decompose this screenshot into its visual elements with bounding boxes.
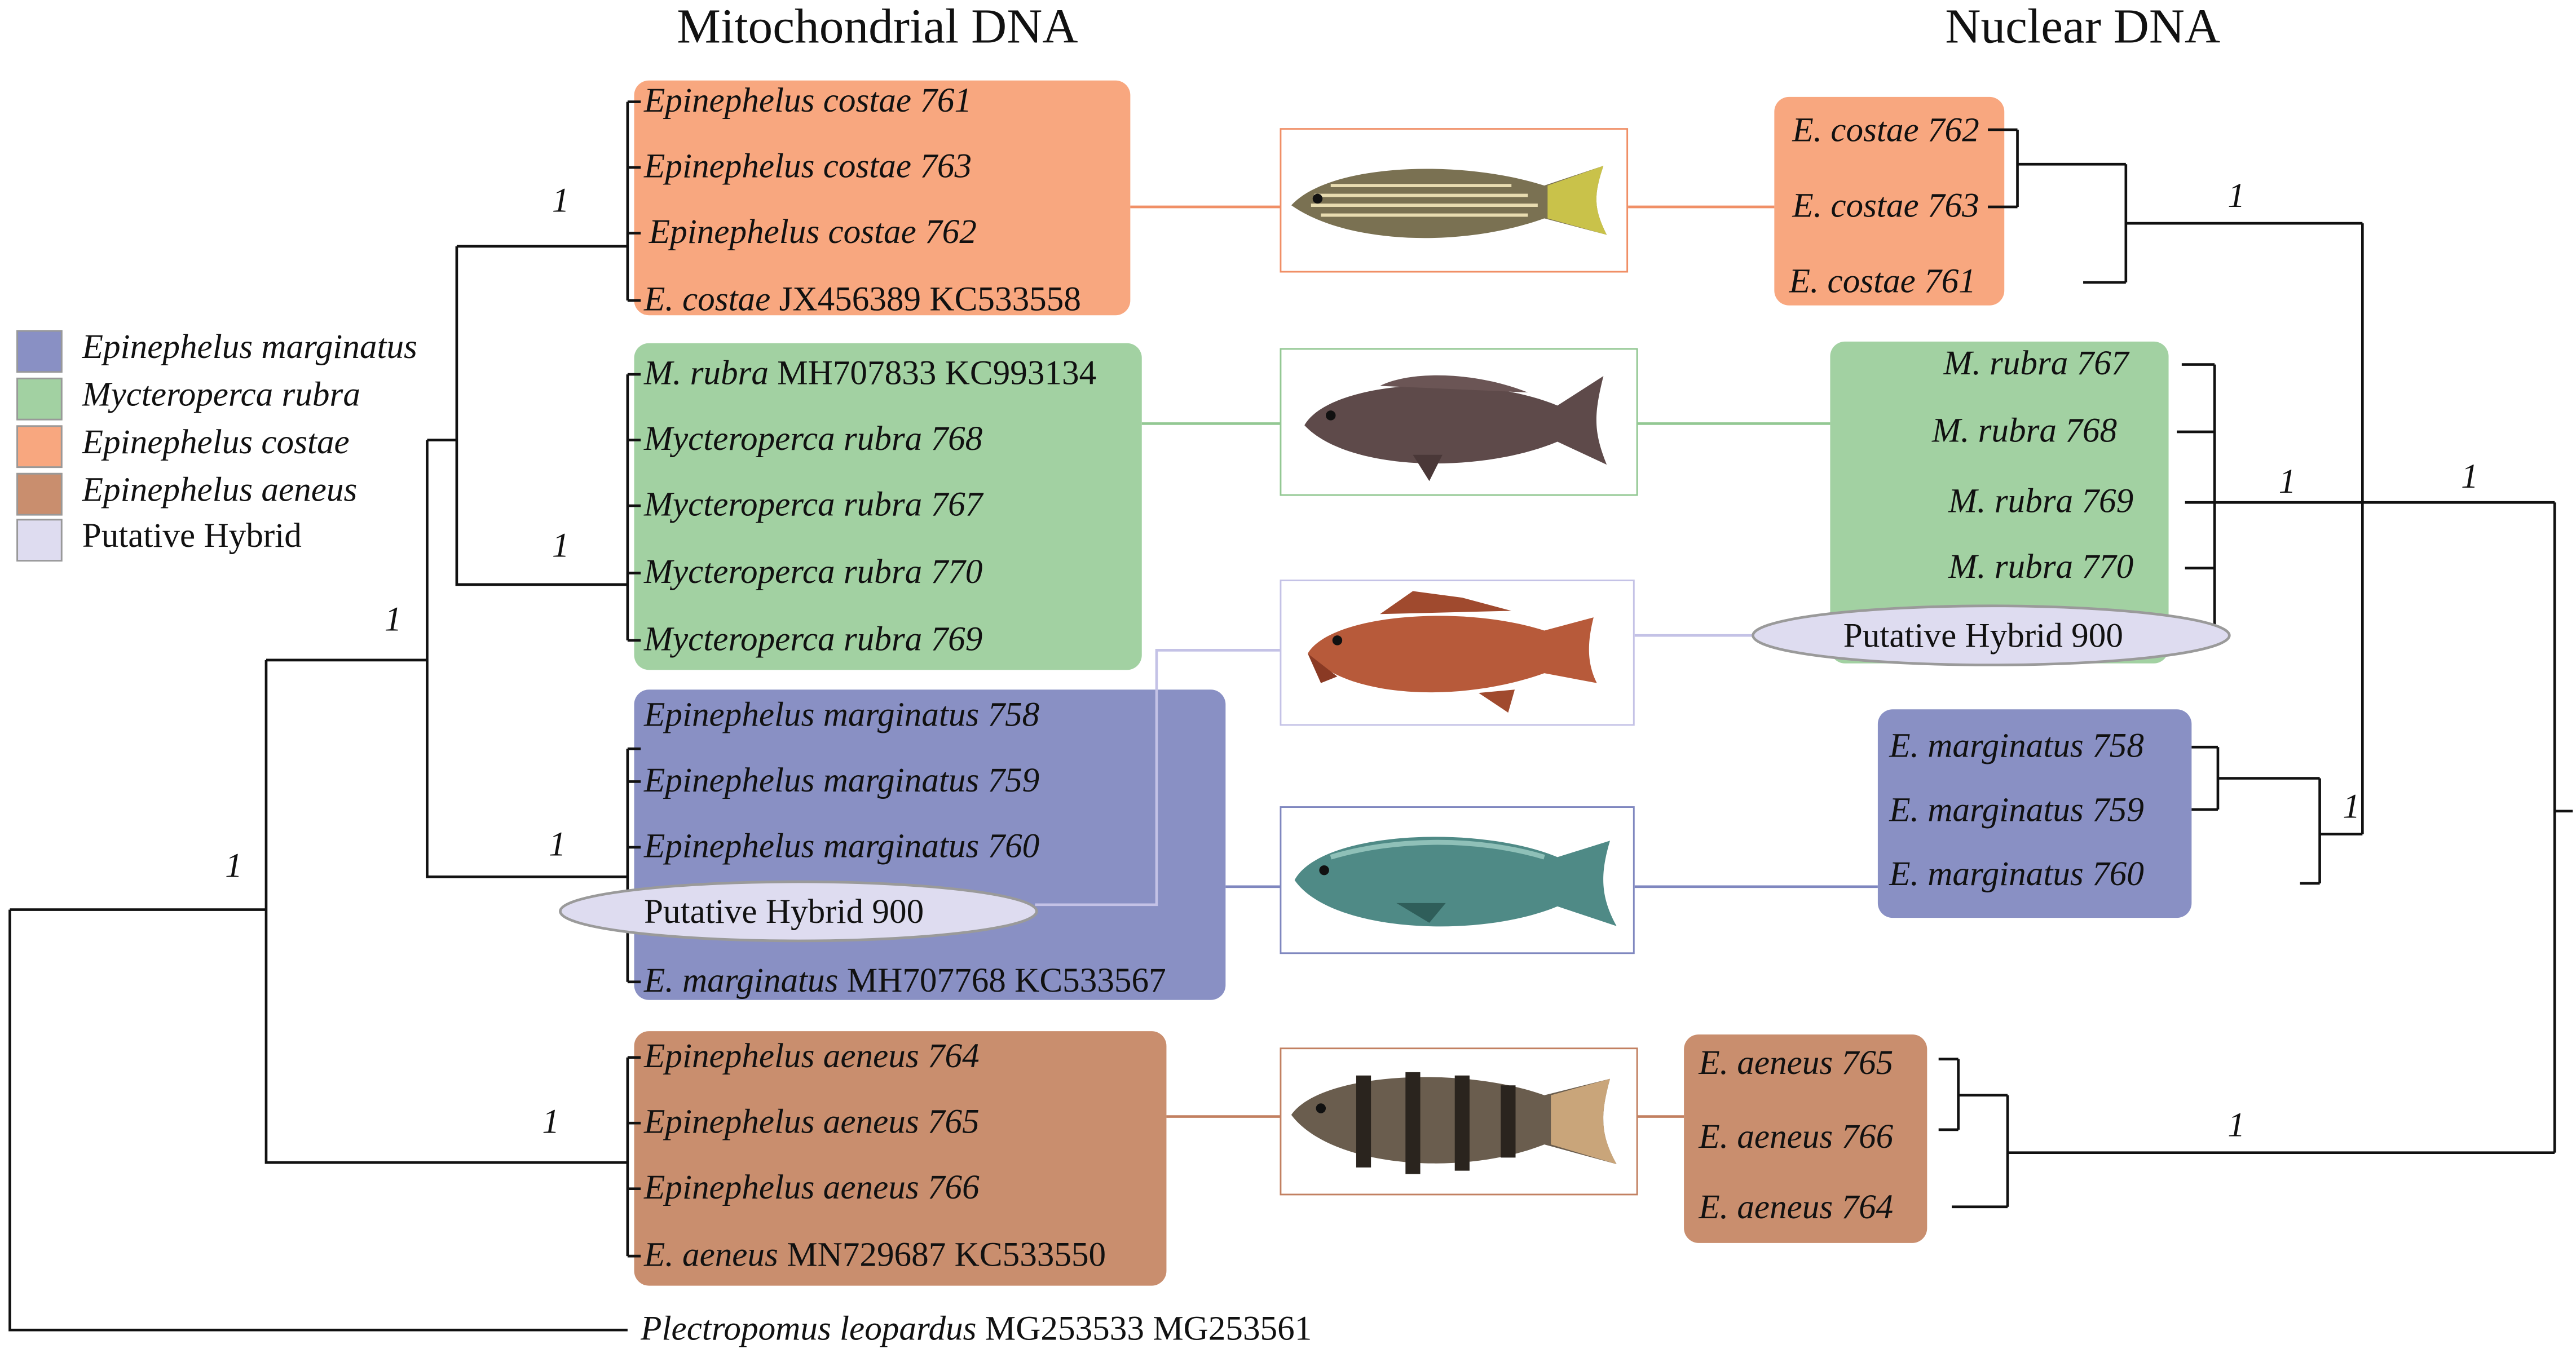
mito-label: Epinephelus aeneus 766 — [644, 1167, 980, 1207]
fish-marginatus-icon — [1294, 837, 1617, 927]
mito-label: Epinephelus marginatus 760 — [644, 826, 1040, 865]
fish-costae-icon — [1291, 166, 1607, 238]
nuc-box-costae — [1774, 96, 2005, 306]
mito-label: Mycteroperca rubra 767 — [644, 484, 983, 524]
mito-box-marginatus — [634, 689, 1226, 1000]
support-value: 1 — [552, 525, 570, 565]
mito-label: Epinephelus aeneus 764 — [644, 1036, 980, 1076]
mito-hybrid-label: Putative Hybrid 900 — [644, 891, 924, 931]
nuc-label: E. costae 761 — [1789, 261, 1976, 301]
mito-box-rubra — [634, 343, 1142, 670]
nuclear-title: Nuclear DNA — [1945, 0, 2221, 55]
support-value: 1 — [2278, 461, 2296, 501]
nuc-label: E. aeneus 765 — [1699, 1042, 1894, 1082]
legend-label: Putative Hybrid — [82, 515, 302, 555]
mito-box-aeneus — [634, 1031, 1167, 1286]
nuc-label: E. aeneus 764 — [1699, 1187, 1894, 1227]
mito-label: Epinephelus marginatus 759 — [644, 760, 1040, 800]
nuc-box-marginatus — [1877, 709, 2192, 918]
support-value: 1 — [2461, 456, 2478, 496]
fish-rubra-icon — [1304, 375, 1607, 481]
support-value: 1 — [384, 599, 402, 639]
legend-label: Epinephelus marginatus — [82, 326, 417, 366]
nuc-label: E. aeneus 766 — [1699, 1116, 1894, 1156]
legend-swatch — [16, 519, 63, 562]
support-value: 1 — [2343, 786, 2360, 826]
mito-label: Epinephelus costae 763 — [644, 146, 972, 186]
mito-label: E. aeneus MN729687 KC533550 — [644, 1235, 1106, 1275]
legend-swatch — [16, 472, 63, 516]
support-value: 1 — [549, 824, 566, 864]
fish-rubra-box — [1280, 348, 1638, 496]
mito-label: Epinephelus aeneus 765 — [644, 1102, 980, 1142]
mito-label: Epinephelus marginatus 758 — [644, 695, 1040, 734]
nuc-label: E. marginatus 758 — [1889, 726, 2144, 766]
nuc-box-aeneus — [1684, 1034, 1927, 1243]
legend-swatch — [16, 425, 63, 468]
nuc-label: E. costae 762 — [1792, 110, 1979, 150]
mito-label: M. rubra MH707833 KC993134 — [644, 353, 1097, 393]
legend-label: Epinephelus costae — [82, 422, 350, 462]
support-value: 1 — [2227, 175, 2246, 215]
mito-label: E. costae JX456389 KC533558 — [644, 279, 1081, 319]
nuc-label: M. rubra 768 — [1932, 410, 2118, 450]
fish-marginatus-box — [1280, 806, 1635, 954]
fish-aeneus-icon — [1291, 1072, 1617, 1174]
support-value: 1 — [542, 1102, 559, 1142]
mito-box-costae — [634, 80, 1131, 316]
nuc-label: E. marginatus 759 — [1889, 789, 2144, 829]
mito-label: Mycteroperca rubra 768 — [644, 418, 983, 458]
mito-label: E. marginatus MH707768 KC533567 — [644, 960, 1166, 1000]
mito-label: Epinephelus costae 761 — [644, 80, 972, 120]
fish-aeneus-box — [1280, 1047, 1638, 1196]
support-value: 1 — [225, 845, 242, 885]
nuc-label: E. costae 763 — [1792, 185, 1979, 226]
legend-swatch — [16, 377, 63, 421]
mito-label: Epinephelus costae 762 — [649, 211, 977, 251]
mito-label: Mycteroperca rubra 769 — [644, 619, 983, 658]
fish-hybrid-icon — [1307, 591, 1597, 713]
nuc-hybrid-label: Putative Hybrid 900 — [1843, 616, 2123, 656]
fish-hybrid-box — [1280, 580, 1635, 726]
support-value: 1 — [2227, 1105, 2246, 1145]
nuc-label: M. rubra 769 — [1948, 481, 2134, 521]
nuc-label: M. rubra 770 — [1948, 546, 2134, 586]
nuc-label: M. rubra 767 — [1943, 343, 2129, 383]
outgroup-label: Plectropomus leopardus MG253533 MG253561 — [641, 1308, 1312, 1348]
legend-swatch — [16, 330, 63, 373]
legend-label: Mycteroperca rubra — [82, 374, 360, 414]
support-value: 1 — [552, 180, 570, 220]
legend-label: Epinephelus aeneus — [82, 470, 358, 509]
nuc-label: E. marginatus 760 — [1889, 854, 2144, 894]
mito-title: Mitochondrial DNA — [677, 0, 1078, 55]
fish-costae-box — [1280, 128, 1629, 273]
mito-label: Mycteroperca rubra 770 — [644, 551, 983, 591]
